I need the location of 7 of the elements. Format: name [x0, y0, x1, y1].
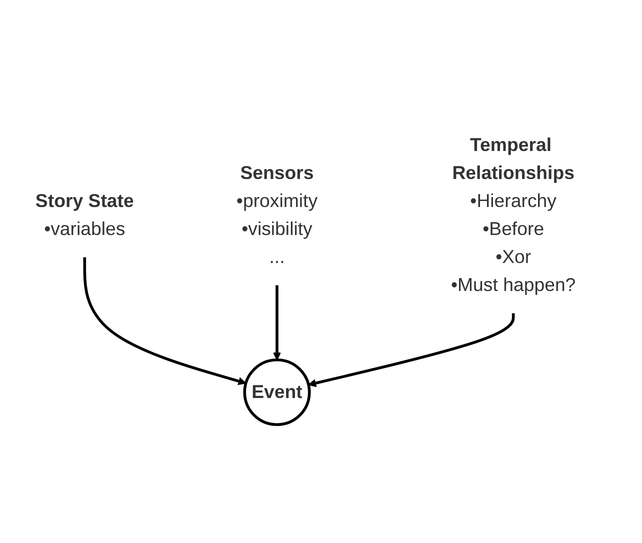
arrow: [83, 258, 246, 386]
node-text: Sensors •proximity •visibility ...: [236, 164, 318, 268]
node-text: Story State •variables: [35, 192, 134, 240]
arrow: [308, 314, 515, 388]
node-circle: Event: [243, 358, 311, 426]
arrow: [272, 286, 282, 361]
node-text: Temperal Relationships •Hierarchy •Before •Xor •Must happen?: [450, 136, 576, 296]
